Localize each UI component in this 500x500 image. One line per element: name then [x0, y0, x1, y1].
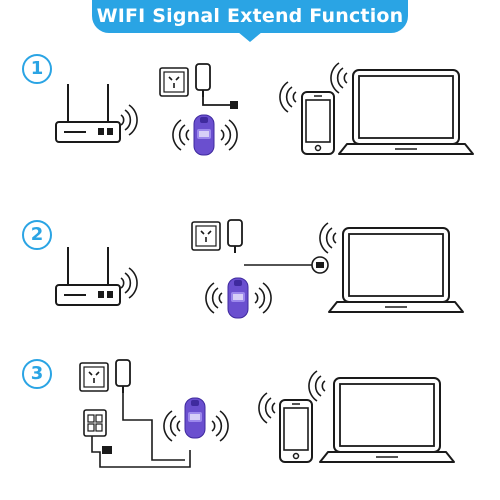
- laptop-icon: [319, 377, 455, 463]
- smartphone-icon: [279, 399, 313, 463]
- wifi-signal-icon: [319, 222, 337, 254]
- usb-cable: [202, 97, 232, 106]
- wifi-signal-icon: [163, 410, 181, 442]
- wall-outlet-icon: [79, 362, 109, 392]
- wifi-signal-icon: [308, 370, 326, 402]
- power-adapter-icon: [195, 63, 211, 98]
- ethernet-port-icon: [83, 409, 107, 437]
- wifi-extender-icon: [184, 397, 206, 439]
- wifi-signal-icon: [120, 104, 138, 136]
- wifi-extender-icon: [193, 114, 215, 156]
- wall-outlet-icon: [159, 67, 189, 97]
- page-title: WIFI Signal Extend Function: [96, 5, 404, 27]
- step-3-scene: [79, 359, 455, 468]
- wifi-signal-icon: [120, 267, 138, 299]
- laptop-icon: [338, 69, 474, 155]
- ethernet-cable-icon: [91, 436, 191, 468]
- step-1-badge: 1: [22, 54, 52, 84]
- wifi-signal-icon: [205, 282, 223, 314]
- step-2-badge: 2: [22, 220, 52, 250]
- wifi-signal-icon: [330, 62, 348, 94]
- step-1-scene: [55, 62, 474, 156]
- power-adapter-icon: [115, 359, 131, 394]
- wifi-signal-icon: [279, 81, 297, 113]
- power-cable: [122, 393, 185, 461]
- banner-pointer: [238, 32, 262, 42]
- router-icon: [55, 83, 121, 143]
- step-2-scene: [55, 219, 464, 319]
- power-adapter-icon: [227, 219, 243, 254]
- laptop-icon: [328, 227, 464, 313]
- wifi-signal-icon: [254, 282, 272, 314]
- wifi-signal-icon: [258, 392, 276, 424]
- smartphone-icon: [301, 91, 335, 155]
- title-banner: WIFI Signal Extend Function: [92, 0, 408, 33]
- usb-plug-icon: [230, 101, 238, 109]
- step-3-badge: 3: [22, 359, 52, 389]
- wifi-signal-icon: [220, 119, 238, 151]
- wall-outlet-icon: [191, 221, 221, 251]
- router-icon: [55, 246, 121, 306]
- wifi-signal-icon: [211, 410, 229, 442]
- wifi-signal-icon: [172, 119, 190, 151]
- wifi-extender-icon: [227, 277, 249, 319]
